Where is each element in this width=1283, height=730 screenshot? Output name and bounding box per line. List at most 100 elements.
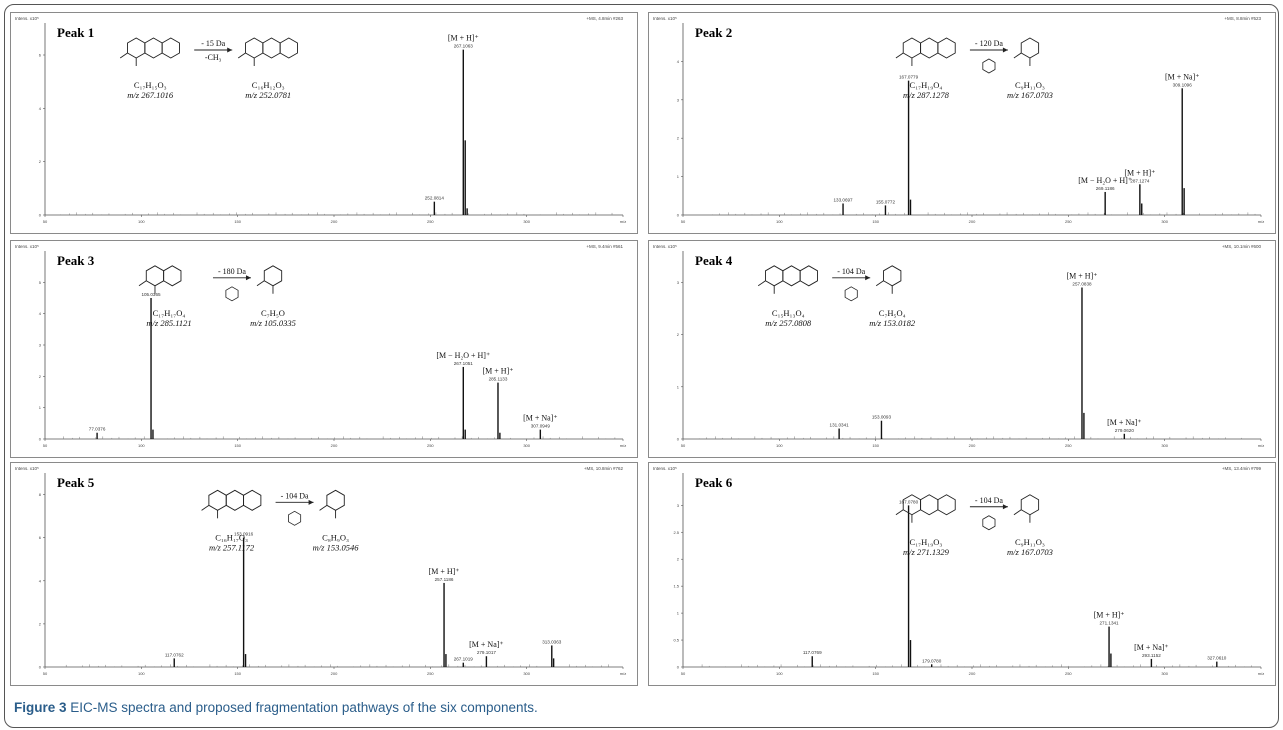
x-tick-label: 300 (523, 443, 530, 448)
substituent-bond (201, 504, 210, 511)
ring-bond (883, 265, 902, 287)
axes (682, 23, 1261, 216)
peak-mz-label: 327.0610 (1207, 656, 1227, 661)
substituent-bond (895, 509, 904, 516)
peak-mz-label: 307.0949 (531, 424, 551, 429)
ion-annotation: [M + H]⁺ (429, 567, 460, 576)
y-tick-label: 3 (677, 503, 680, 508)
substituent-bond (875, 280, 884, 287)
y-tick-label: 2 (39, 621, 42, 626)
fragment-formula: C₈H₉O₃ (322, 532, 349, 542)
panel-title: Peak 5 (57, 475, 95, 490)
x-tick-label: 200 (331, 443, 338, 448)
y-tick-label: 3 (39, 343, 42, 348)
y-tick-label: 8 (39, 492, 42, 497)
peak-mz-label: 131.0341 (830, 423, 850, 428)
x-tick-label: 100 (138, 219, 145, 224)
peak-mz-label: 267.1063 (454, 44, 474, 49)
peak-mz-label: 279.0620 (1115, 428, 1135, 433)
precursor-mz: m/z 257.0808 (765, 318, 812, 328)
axes (44, 473, 623, 668)
fragment-mz: m/z 252.0781 (245, 90, 291, 100)
x-tick-label: 100 (776, 671, 783, 676)
lost-fragment-structure (225, 286, 239, 302)
ring-bond (1020, 494, 1040, 516)
fragment-formula: C₉H₁₁O₃ (1015, 80, 1045, 90)
peak-mz-label: 279.1017 (477, 650, 497, 655)
peak-mz-label: 155.0772 (876, 199, 896, 204)
x-tick-label: 200 (969, 219, 976, 224)
ring-bond (243, 489, 262, 511)
ring-bond (937, 37, 956, 59)
peak-mz-label: 252.0814 (425, 196, 445, 201)
x-tick-label: 200 (331, 671, 338, 676)
x-tick-label: 200 (331, 219, 338, 224)
y-tick-label: 1 (39, 405, 42, 410)
peak-mz-label: 267.1019 (454, 657, 474, 662)
spectrum-svg-6: Intens. x10⁵+MS, 13.4min #79900.511.522.… (653, 466, 1264, 676)
scan-info: +MS, 9.4min #561 (586, 244, 623, 249)
peak-mz-label: 105.0365 (141, 292, 161, 297)
y-unit-label: Intens. x10⁵ (653, 466, 677, 471)
y-tick-label: 0 (677, 213, 680, 218)
x-tick-label: 150 (234, 219, 241, 224)
ring-bond (920, 37, 939, 59)
ring-bond (245, 37, 264, 59)
x-tick-label: 50 (43, 443, 48, 448)
x-tick-label: 200 (969, 671, 976, 676)
x-tick-label: 250 (1065, 443, 1072, 448)
y-tick-label: 1 (677, 174, 680, 179)
y-unit-label: Intens. x10⁵ (15, 466, 39, 471)
precursor-mz: m/z 285.1121 (146, 318, 191, 328)
ring-bond (782, 265, 801, 287)
precursor-formula: C₁₇H₁₇O₄ (153, 308, 186, 318)
ring-bond (161, 37, 180, 59)
y-tick-label: 0.5 (673, 638, 679, 643)
ring-bond (145, 265, 165, 287)
precursor-structure (201, 489, 262, 519)
neutral-loss-label: - 120 Da (975, 39, 1003, 48)
panel-title: Peak 1 (57, 25, 94, 40)
fragment-formula: C₁₆H₁₂O₃ (252, 80, 285, 90)
precursor-formula: C₁₅H₁₃O₄ (772, 308, 805, 318)
panel-title: Peak 3 (57, 253, 95, 268)
precursor-formula: C₁₇H₁₉O₄ (910, 80, 943, 90)
y-tick-label: 2 (39, 159, 42, 164)
y-tick-label: 0 (39, 665, 42, 670)
y-tick-label: 6 (39, 535, 42, 540)
precursor-formula: C₁₇H₁₅O₃ (134, 80, 167, 90)
x-tick-label: 100 (776, 219, 783, 224)
substituent-bond (1013, 52, 1022, 59)
y-tick-label: 1 (677, 384, 680, 389)
fragment-structure (1013, 37, 1040, 66)
scan-info: +MS, 4.8min #263 (586, 16, 623, 21)
x-tick-label: 250 (427, 671, 434, 676)
neutral-loss-label: - 104 Da (837, 267, 865, 276)
x-tick-label: 50 (43, 671, 48, 676)
y-tick-label: 0 (677, 665, 680, 670)
x-tick-label: 50 (681, 671, 686, 676)
x-tick-label: 150 (234, 671, 241, 676)
ring-bond (799, 265, 818, 287)
scan-info: +MS, 10.1min #600 (1222, 244, 1262, 249)
ring-bond (326, 489, 345, 511)
panel-title: Peak 6 (695, 475, 733, 490)
x-tick-label: m/z (1258, 443, 1264, 448)
axes (44, 23, 623, 216)
x-tick-label: 150 (872, 671, 879, 676)
fragment-structure (1013, 494, 1040, 523)
y-tick-label: 2 (677, 557, 680, 562)
x-tick-label: 200 (969, 443, 976, 448)
ring-bond (902, 37, 922, 59)
peak-mz-label: 271.1341 (1099, 621, 1119, 626)
scan-info: +MS, 8.8min #523 (1224, 16, 1261, 21)
ion-annotation: [M + Na]⁺ (1107, 418, 1142, 427)
panel-title: Peak 4 (695, 253, 733, 268)
peak-mz-label: 309.1096 (1173, 82, 1193, 87)
